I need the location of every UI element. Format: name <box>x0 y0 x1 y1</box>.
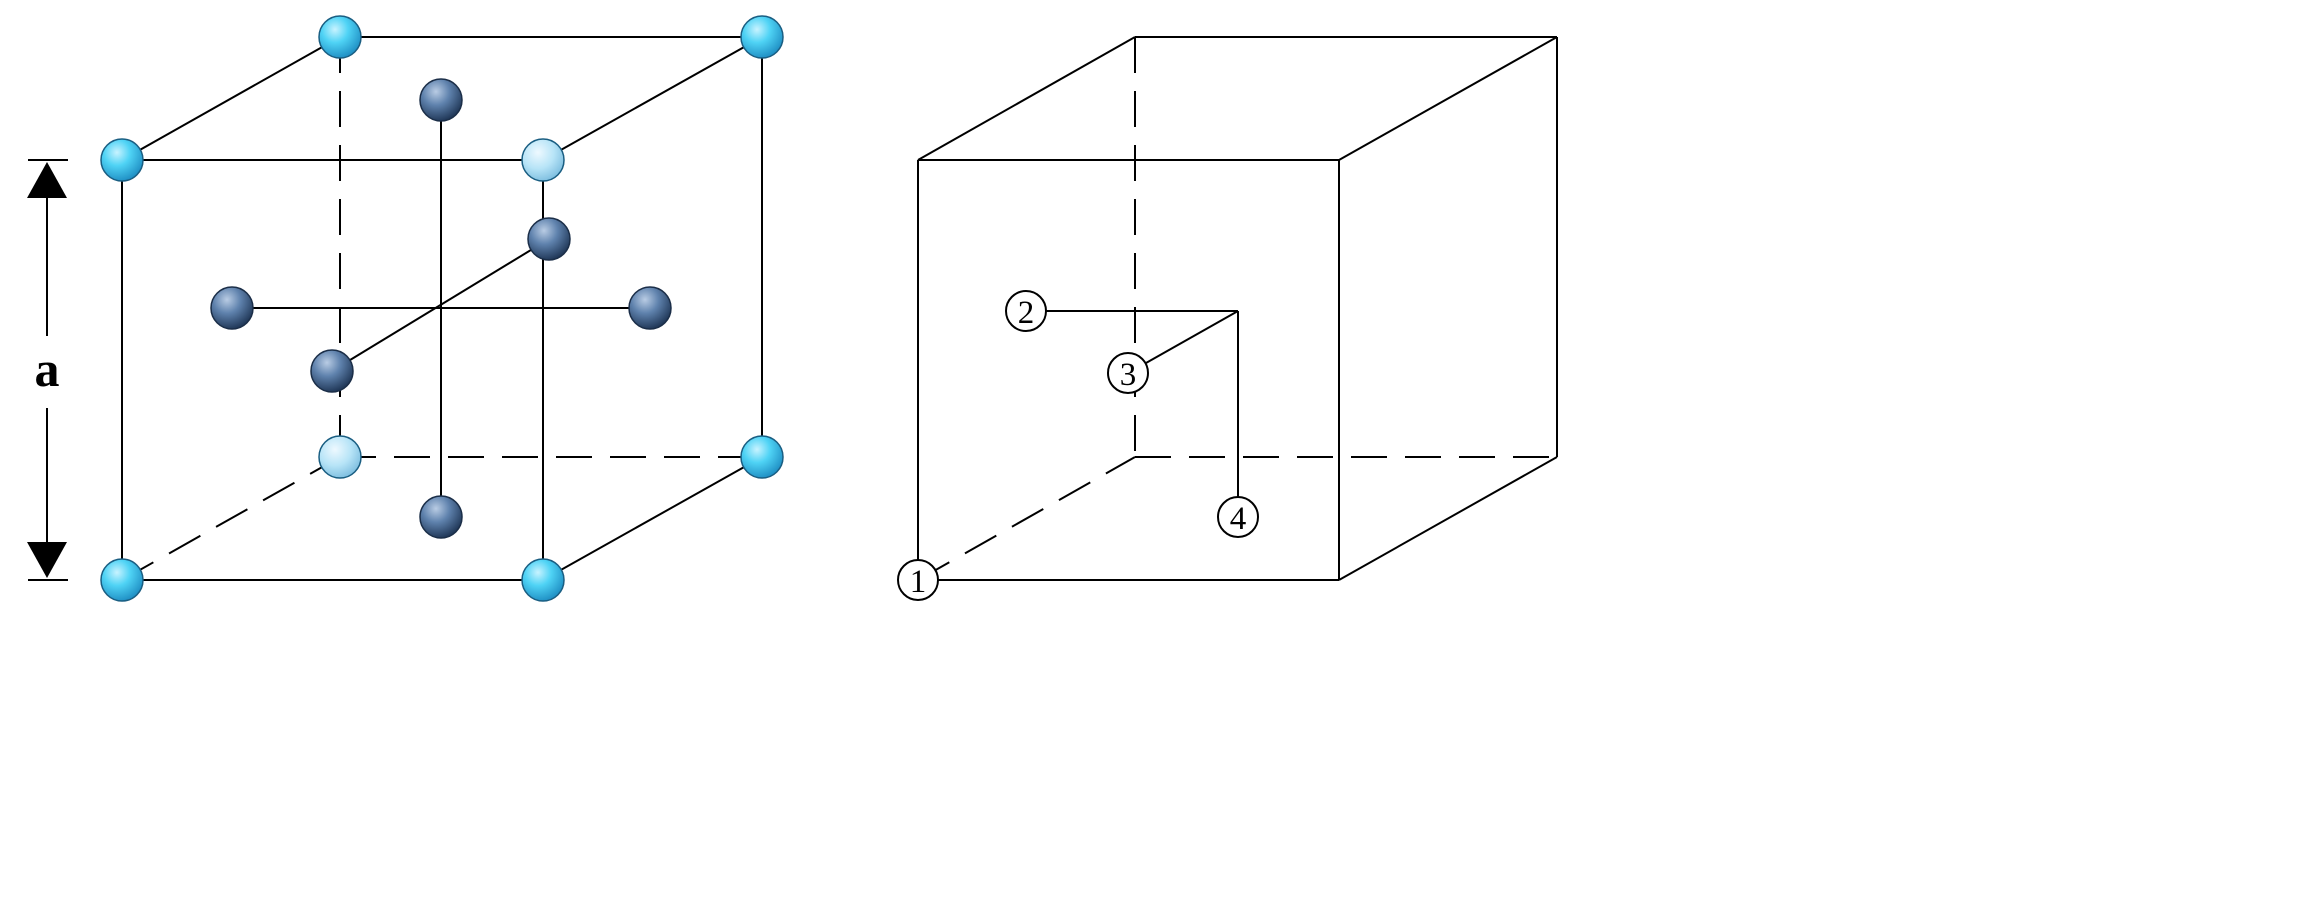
interior-atom <box>210 286 254 330</box>
connect-top-left <box>121 36 341 161</box>
corner-atom <box>100 138 144 182</box>
corner-atom <box>318 435 362 479</box>
interior-atom <box>527 217 571 261</box>
hidden-connect-bottom-left <box>917 456 1136 581</box>
corner-atom <box>521 138 565 182</box>
connect-top-right <box>1338 36 1558 161</box>
site-marker-2: 2 <box>1005 290 1047 332</box>
site-circle <box>1005 290 1047 332</box>
interior-atoms <box>210 78 672 539</box>
depth-axis <box>331 238 550 372</box>
connect-bottom-right <box>542 456 763 581</box>
interior-atom <box>419 78 463 122</box>
site-circle <box>1107 352 1149 394</box>
site-marker-3: 3 <box>1107 352 1149 394</box>
corner-atom <box>100 558 144 602</box>
right-cube <box>917 36 1558 581</box>
site-circle <box>1217 496 1259 538</box>
site-label: 1 <box>910 564 927 600</box>
site-label: 3 <box>1120 357 1137 393</box>
hidden-connect-bottom-left <box>121 456 341 581</box>
connect-bottom-right <box>1338 456 1558 581</box>
path-corner-to-3 <box>1145 310 1239 364</box>
corner-atom <box>740 435 784 479</box>
site-marker-1: 1 <box>897 559 939 601</box>
corner-atom <box>740 15 784 59</box>
site-circle <box>897 559 939 601</box>
site-label: 4 <box>1230 501 1247 537</box>
corner-atom <box>318 15 362 59</box>
corner-atoms <box>100 15 784 602</box>
interior-atom <box>419 495 463 539</box>
dimension-arrow: a <box>27 159 68 581</box>
interior-atom <box>628 286 672 330</box>
connect-top-right <box>542 36 763 161</box>
corner-atom <box>521 558 565 602</box>
connect-top-left <box>917 36 1136 161</box>
left-cube <box>121 36 763 581</box>
arrow-up-icon <box>27 162 67 198</box>
site-marker-4: 4 <box>1217 496 1259 538</box>
interior-atom <box>310 349 354 393</box>
site-markers: 1 2 3 4 <box>897 290 1259 601</box>
arrow-down-icon <box>27 542 67 578</box>
site-label: 2 <box>1018 295 1035 331</box>
lattice-parameter-label: a <box>35 341 60 397</box>
